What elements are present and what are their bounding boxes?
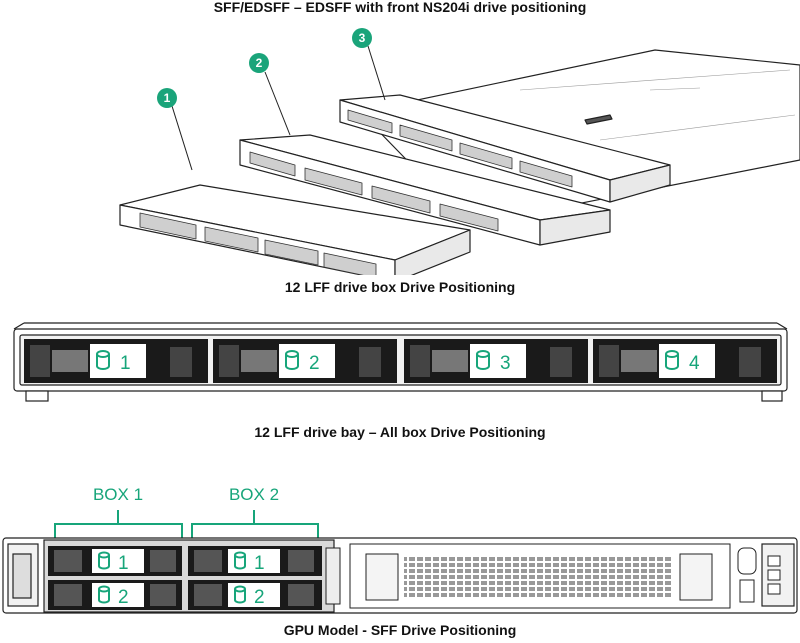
drive-tray-1 — [119, 184, 471, 275]
svg-text:2: 2 — [254, 587, 265, 608]
svg-text:3: 3 — [500, 353, 511, 374]
svg-text:1: 1 — [118, 553, 129, 574]
callout-3: 3 — [352, 28, 372, 48]
gpu-box-2-bay-1: 1 — [188, 546, 322, 576]
callout-1: 1 — [157, 88, 177, 108]
drive-tray-3 — [339, 94, 671, 203]
lff-bay-1: 1 — [24, 339, 208, 383]
lff-bay-4: 4 — [593, 339, 777, 383]
drive-icon — [285, 350, 299, 370]
svg-text:4: 4 — [689, 353, 700, 374]
gpu-box-2-bay-2: 2 — [188, 580, 322, 610]
caption-lff-bay: 12 LFF drive bay – All box Drive Positio… — [254, 424, 546, 440]
edsff-server-illustration: 1 2 3 — [119, 28, 800, 275]
svg-text:2: 2 — [118, 587, 129, 608]
gpu-box-1-bay-2: 2 — [48, 580, 182, 610]
drive-icon — [476, 350, 490, 370]
gpu-box-1-bay-1: 1 — [48, 546, 182, 576]
gpu-bezel-illustration: BOX 1 BOX 2 1 2 — [2, 485, 798, 614]
caption-lff-box: 12 LFF drive box Drive Positioning — [284, 279, 516, 295]
callout-2: 2 — [249, 53, 269, 73]
box-1-bracket: BOX 1 — [54, 485, 183, 540]
svg-text:1: 1 — [164, 91, 171, 105]
caption-gpu-sff: GPU Model - SFF Drive Positioning — [283, 622, 517, 638]
drive-icon — [96, 350, 110, 370]
caption-sff-edsff: SFF/EDSFF – EDSFF with front NS204i driv… — [213, 0, 587, 15]
svg-text:BOX 1: BOX 1 — [93, 485, 143, 504]
lff-bezel-illustration: 1 2 3 4 — [13, 322, 788, 402]
vent-grille — [404, 556, 672, 598]
svg-text:2: 2 — [309, 353, 320, 374]
svg-text:1: 1 — [254, 553, 265, 574]
drive-icon — [665, 350, 679, 370]
svg-text:1: 1 — [120, 353, 131, 374]
svg-text:3: 3 — [359, 31, 366, 45]
svg-text:BOX 2: BOX 2 — [229, 485, 279, 504]
box-2-bracket: BOX 2 — [191, 485, 319, 540]
lff-bay-3: 3 — [404, 339, 588, 383]
lff-bay-2: 2 — [213, 339, 397, 383]
drive-tray-2 — [239, 134, 611, 246]
svg-text:2: 2 — [256, 56, 263, 70]
